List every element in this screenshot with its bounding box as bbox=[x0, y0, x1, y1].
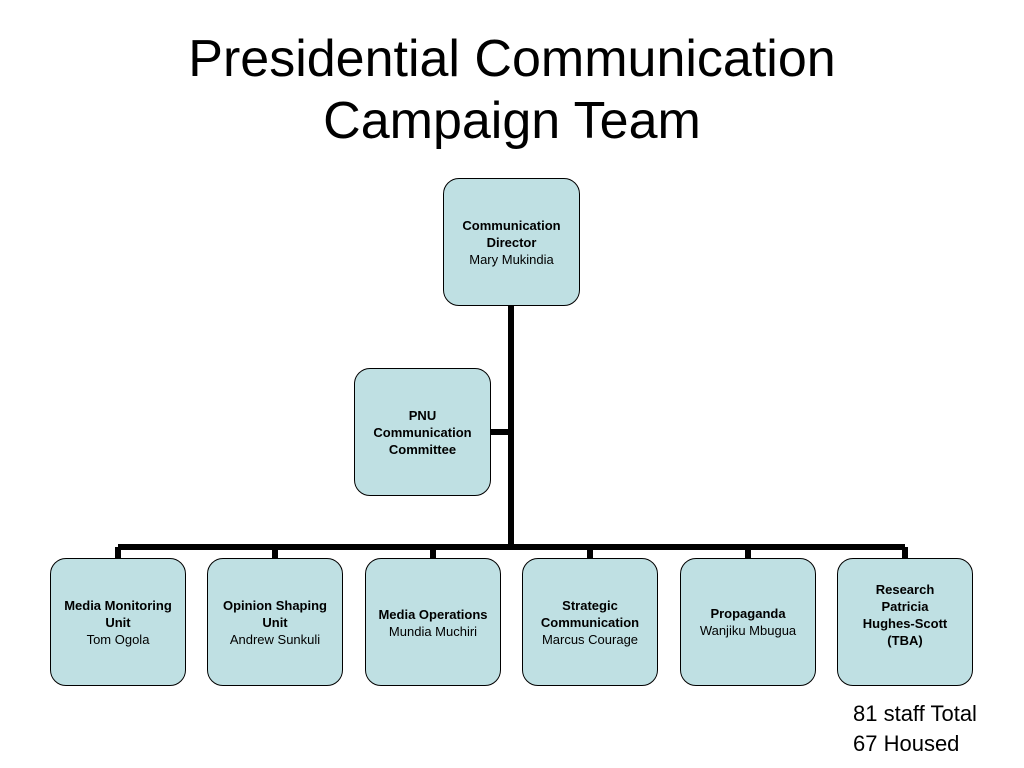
staff-total: 81 staff Total bbox=[853, 701, 977, 726]
director-box: Communication Director Mary Mukindia bbox=[443, 178, 580, 306]
director-role: Communication Director bbox=[462, 218, 561, 250]
staff-summary: 81 staff Total 67 Housed bbox=[853, 699, 977, 759]
unit-role: Research Patricia Hughes-Scott (TBA) bbox=[862, 582, 948, 648]
unit-media-monitoring: Media Monitoring Unit Tom Ogola bbox=[50, 558, 186, 686]
unit-role: Propaganda bbox=[710, 606, 786, 621]
title-line-1: Presidential Communication bbox=[188, 30, 836, 88]
unit-opinion-shaping: Opinion Shaping Unit Andrew Sunkuli bbox=[207, 558, 343, 686]
title-line-2: Campaign Team bbox=[323, 92, 701, 150]
unit-lead: Marcus Courage bbox=[541, 631, 639, 647]
pnu-committee-label: PNU Communication Committee bbox=[373, 407, 472, 457]
unit-lead: Mundia Muchiri bbox=[388, 624, 478, 639]
unit-lead: Wanjiku Mbugua bbox=[699, 623, 797, 638]
staff-housed: 67 Housed bbox=[853, 731, 960, 756]
unit-role: Media Operations bbox=[378, 607, 488, 622]
pnu-committee-box: PNU Communication Committee bbox=[354, 368, 491, 496]
unit-strategic-communication: Strategic Communication Marcus Courage bbox=[522, 558, 658, 686]
page-title: Presidential Communication Campaign Team bbox=[0, 28, 1024, 152]
unit-role: Media Monitoring Unit bbox=[64, 597, 172, 630]
unit-propaganda: Propaganda Wanjiku Mbugua bbox=[680, 558, 816, 686]
unit-lead: Andrew Sunkuli bbox=[229, 631, 321, 647]
unit-research: Research Patricia Hughes-Scott (TBA) bbox=[837, 558, 973, 686]
unit-lead: Tom Ogola bbox=[86, 631, 150, 647]
unit-role: Strategic Communication bbox=[540, 597, 640, 630]
unit-media-operations: Media Operations Mundia Muchiri bbox=[365, 558, 501, 686]
unit-role: Opinion Shaping Unit bbox=[223, 597, 327, 630]
director-name: Mary Mukindia bbox=[469, 252, 554, 267]
